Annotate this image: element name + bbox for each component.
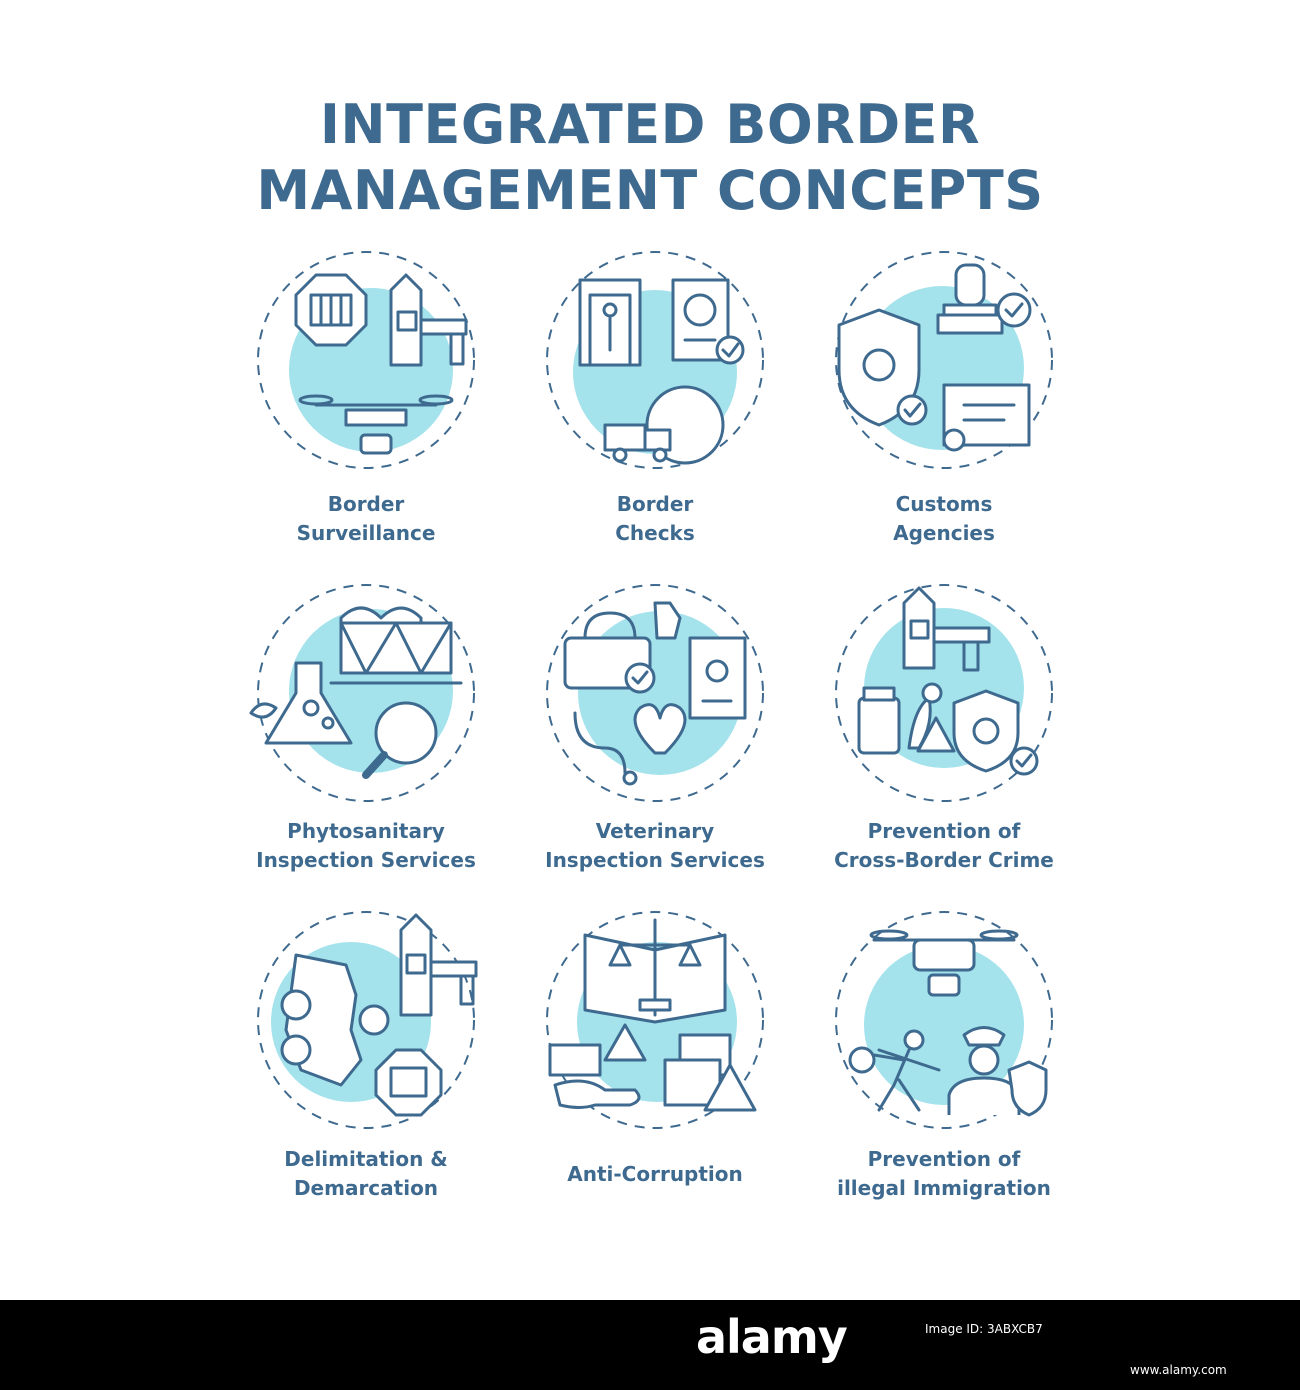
concept-grid: Border Surveillance Border Checks bbox=[221, 250, 1089, 1230]
concept-label: Prevention of illegal Immigration bbox=[837, 1147, 1051, 1200]
concept-anti-corruption: Anti-Corruption bbox=[510, 910, 800, 1230]
phytosanitary-inspection-icon bbox=[249, 584, 475, 802]
border-surveillance-icon bbox=[257, 251, 475, 469]
concept-customs-agencies: Customs Agencies bbox=[799, 250, 1089, 570]
concept-label: Border Checks bbox=[615, 492, 695, 545]
concept-label: Customs Agencies bbox=[893, 492, 995, 545]
concept-border-checks: Border Checks bbox=[510, 250, 800, 570]
concept-label: Phytosanitary Inspection Services bbox=[256, 819, 476, 872]
concept-label: Delimitation & Demarcation bbox=[284, 1147, 448, 1200]
brand-logo: alamy bbox=[696, 1310, 848, 1364]
veterinary-inspection-icon bbox=[546, 584, 764, 802]
title-line-2: MANAGEMENT CONCEPTS bbox=[256, 159, 1044, 222]
image-id: Image ID: 3ABXCB7 bbox=[925, 1322, 1043, 1336]
cross-border-crime-prevention-icon bbox=[835, 584, 1053, 802]
concept-veterinary-inspection: Veterinary Inspection Services bbox=[510, 583, 800, 903]
page-title: INTEGRATED BORDER MANAGEMENT CONCEPTS bbox=[0, 92, 1300, 224]
concept-label: Prevention of Cross-Border Crime bbox=[834, 819, 1054, 872]
concept-border-surveillance: Border Surveillance bbox=[221, 250, 511, 570]
concept-label: Veterinary Inspection Services bbox=[545, 819, 765, 872]
concept-cross-border-crime: Prevention of Cross-Border Crime bbox=[799, 583, 1089, 903]
border-checks-icon bbox=[546, 251, 764, 469]
illegal-immigration-prevention-icon bbox=[835, 911, 1053, 1129]
concept-phytosanitary-inspection: Phytosanitary Inspection Services bbox=[221, 583, 511, 903]
concept-label: Anti-Corruption bbox=[567, 1162, 743, 1186]
customs-agencies-icon bbox=[835, 251, 1053, 469]
title-line-1: INTEGRATED BORDER bbox=[319, 93, 981, 156]
concept-delimitation-demarcation: Delimitation & Demarcation bbox=[221, 910, 511, 1230]
concept-illegal-immigration: Prevention of illegal Immigration bbox=[799, 910, 1089, 1230]
delimitation-demarcation-icon bbox=[257, 911, 478, 1129]
concept-label: Border Surveillance bbox=[296, 492, 436, 545]
anti-corruption-icon bbox=[546, 911, 764, 1129]
site-url: www.alamy.com bbox=[1130, 1363, 1227, 1377]
footer-bar bbox=[0, 1300, 1300, 1390]
